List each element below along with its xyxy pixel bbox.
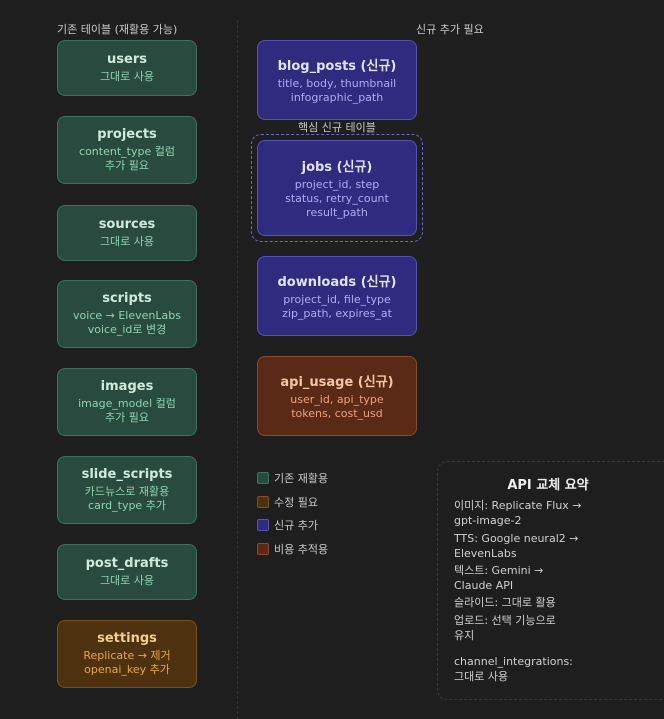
legend-swatch — [257, 519, 269, 531]
table-name: slide_scripts — [81, 467, 173, 482]
table-note: voice → ElevenLabs voice_id로 변경 — [73, 309, 181, 336]
table-note: 그대로 사용 — [99, 235, 155, 248]
legend-swatch — [257, 543, 269, 555]
api-summary-line: 이미지: Replicate Flux → gpt-image-2 — [454, 499, 582, 527]
legend-label: 기존 재활용 — [274, 472, 329, 485]
table-note: 그대로 사용 — [99, 574, 155, 587]
api-summary-panel: API 교체 요약 이미지: Replicate Flux → gpt-imag… — [437, 461, 664, 700]
table-name: settings — [97, 631, 157, 646]
legend-item-reuse: 기존 재활용 — [257, 470, 328, 486]
table-slide-scripts: slide_scripts 카드뉴스로 재활용 card_type 추가 — [57, 456, 197, 524]
table-projects: projects content_type 컬럼 추가 필요 — [57, 116, 197, 184]
table-name: post_drafts — [85, 556, 169, 571]
table-note: image_model 컬럼 추가 필요 — [78, 397, 176, 424]
table-name: api_usage (신규) — [280, 375, 394, 390]
core-tables-group — [251, 134, 423, 242]
api-summary-line: TTS: Google neural2 → ElevenLabs — [454, 532, 579, 560]
table-name: projects — [97, 127, 157, 142]
table-users: users 그대로 사용 — [57, 40, 197, 96]
table-name: jobs (신규) — [301, 160, 373, 175]
api-summary-line: 슬라이드: 그대로 활용 — [454, 596, 556, 609]
api-summary-line: 업로드: 선택 기능으로 유지 — [454, 614, 556, 642]
table-note: title, body, thumbnail infographic_path — [277, 77, 397, 104]
table-note: user_id, api_type tokens, cost_usd — [290, 393, 384, 420]
table-name: users — [107, 52, 147, 67]
table-note: 그대로 사용 — [99, 70, 155, 83]
table-name: images — [100, 379, 154, 394]
column-divider — [237, 20, 238, 719]
legend-label: 신규 추가 — [274, 519, 318, 532]
legend-swatch — [257, 472, 269, 484]
table-note: Replicate → 제거 openai_key 추가 — [83, 649, 171, 676]
table-name: sources — [98, 217, 156, 232]
table-downloads: downloads (신규) project_id, file_type zip… — [257, 256, 417, 336]
existing-tables-header: 기존 테이블 (재활용 가능) — [57, 23, 178, 36]
table-jobs: jobs (신규) project_id, step status, retry… — [257, 140, 417, 236]
table-sources: sources 그대로 사용 — [57, 205, 197, 261]
table-note: project_id, step status, retry_count res… — [285, 178, 389, 219]
new-tables-header: 신규 추가 필요 — [416, 23, 484, 36]
table-name: scripts — [102, 291, 152, 306]
api-summary-line: channel_integrations: 그대로 사용 — [454, 655, 573, 683]
legend-item-modify: 수정 필요 — [257, 494, 318, 510]
table-name: downloads (신규) — [277, 275, 397, 290]
legend-item-cost: 비용 추적용 — [257, 541, 328, 557]
table-note: 카드뉴스로 재활용 card_type 추가 — [84, 485, 170, 512]
api-summary-line: 텍스트: Gemini → Claude API — [454, 564, 544, 592]
table-scripts: scripts voice → ElevenLabs voice_id로 변경 — [57, 280, 197, 348]
table-name: blog_posts (신규) — [277, 59, 397, 74]
table-note: content_type 컬럼 추가 필요 — [79, 145, 175, 172]
table-post-drafts: post_drafts 그대로 사용 — [57, 544, 197, 600]
api-summary-title: API 교체 요약 — [507, 478, 589, 493]
table-blog-posts: blog_posts (신규) title, body, thumbnail i… — [257, 40, 417, 120]
legend-swatch — [257, 496, 269, 508]
table-note: project_id, file_type zip_path, expires_… — [282, 293, 392, 320]
core-tables-label: 핵심 신규 테이블 — [298, 121, 376, 134]
table-api-usage: api_usage (신규) user_id, api_type tokens,… — [257, 356, 417, 436]
table-images: images image_model 컬럼 추가 필요 — [57, 368, 197, 436]
legend-label: 비용 추적용 — [274, 543, 329, 556]
table-settings: settings Replicate → 제거 openai_key 추가 — [57, 620, 197, 688]
legend-item-new: 신규 추가 — [257, 517, 318, 533]
legend-label: 수정 필요 — [274, 496, 318, 509]
